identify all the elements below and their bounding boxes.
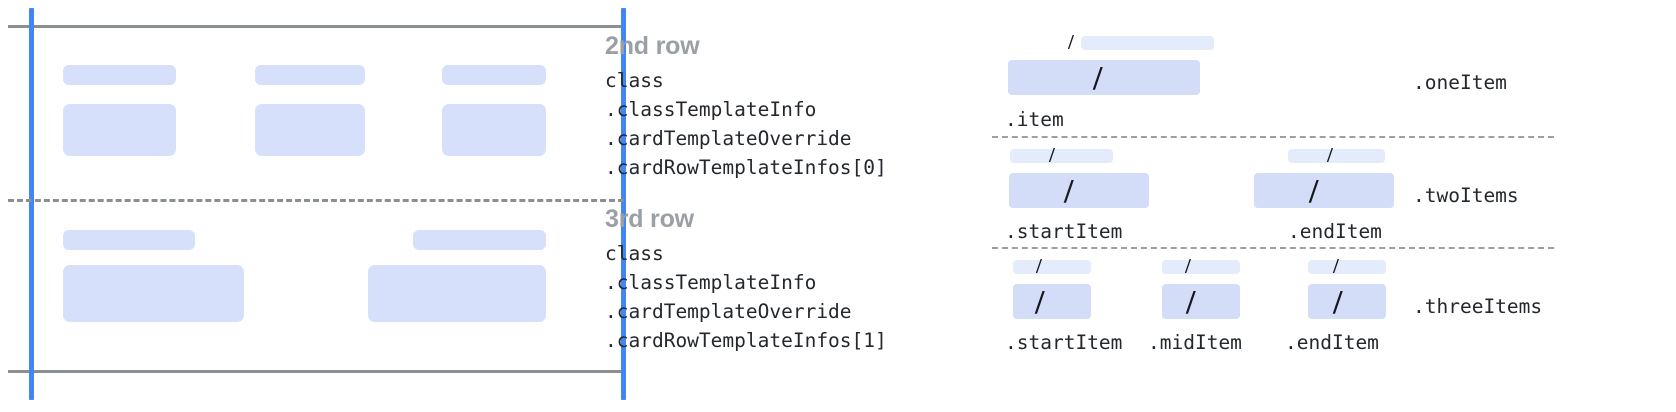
item-slash: / — [1035, 284, 1045, 321]
item-box — [1008, 60, 1200, 95]
placeholder-body — [255, 104, 365, 156]
placeholder-body — [63, 104, 176, 156]
item-label-bar — [1013, 260, 1091, 274]
second-row-description: 2nd row class .classTemplateInfo .cardTe… — [605, 31, 887, 182]
row-title: 2nd row — [605, 32, 700, 60]
code-line: .cardTemplateOverride — [605, 300, 852, 323]
placeholder-label — [63, 230, 195, 250]
label-slash: / — [1068, 30, 1074, 54]
item-slash: / — [1186, 284, 1196, 321]
item-label-bar — [1081, 36, 1214, 50]
card-bottom-border — [8, 370, 624, 373]
label-slash: / — [1049, 143, 1055, 167]
item-label-bar — [1308, 260, 1386, 274]
item-caption: .item — [1005, 108, 1064, 131]
item-box — [1308, 284, 1386, 319]
section-label: .oneItem — [1413, 71, 1507, 94]
section-label: .twoItems — [1413, 184, 1519, 207]
section-separator — [992, 136, 1554, 138]
item-slash: / — [1093, 60, 1103, 97]
item-slash: / — [1309, 173, 1319, 210]
placeholder-label — [63, 65, 176, 85]
item-caption: .startItem — [1005, 331, 1123, 354]
item-box — [1009, 173, 1149, 208]
row-title: 3rd row — [605, 205, 694, 233]
item-slash: / — [1064, 173, 1074, 210]
item-label-bar — [1162, 260, 1240, 274]
code-line: class — [605, 242, 664, 265]
code-line: .cardTemplateOverride — [605, 127, 852, 150]
left-guide-line — [29, 8, 34, 400]
code-line: .cardRowTemplateInfos[1] — [605, 329, 887, 352]
placeholder-body — [63, 265, 244, 322]
placeholder-label — [255, 65, 365, 85]
item-caption: .endItem — [1288, 220, 1382, 243]
row-separator — [8, 199, 624, 202]
code-line: .classTemplateInfo — [605, 98, 817, 121]
item-box — [1013, 284, 1091, 319]
label-slash: / — [1327, 143, 1333, 167]
item-caption: .midItem — [1148, 331, 1242, 354]
item-label-bar — [1010, 149, 1113, 163]
code-line: .cardRowTemplateInfos[0] — [605, 156, 887, 179]
right-guide-line — [621, 8, 626, 400]
section-separator — [992, 247, 1554, 249]
item-box — [1254, 173, 1394, 208]
placeholder-label — [413, 230, 546, 250]
item-caption: .endItem — [1285, 331, 1379, 354]
item-box — [1162, 284, 1240, 319]
item-label-bar — [1288, 149, 1385, 163]
card-top-border — [8, 25, 624, 28]
third-row-description: 3rd row class .classTemplateInfo .cardTe… — [605, 204, 887, 355]
item-caption: .startItem — [1005, 220, 1123, 243]
item-slash: / — [1333, 284, 1343, 321]
label-slash: / — [1333, 254, 1339, 278]
placeholder-body — [442, 104, 546, 156]
section-label: .threeItems — [1413, 295, 1543, 318]
placeholder-label — [442, 65, 546, 85]
code-line: class — [605, 69, 664, 92]
label-slash: / — [1185, 254, 1191, 278]
label-slash: / — [1036, 254, 1042, 278]
placeholder-body — [368, 265, 546, 322]
code-line: .classTemplateInfo — [605, 271, 817, 294]
